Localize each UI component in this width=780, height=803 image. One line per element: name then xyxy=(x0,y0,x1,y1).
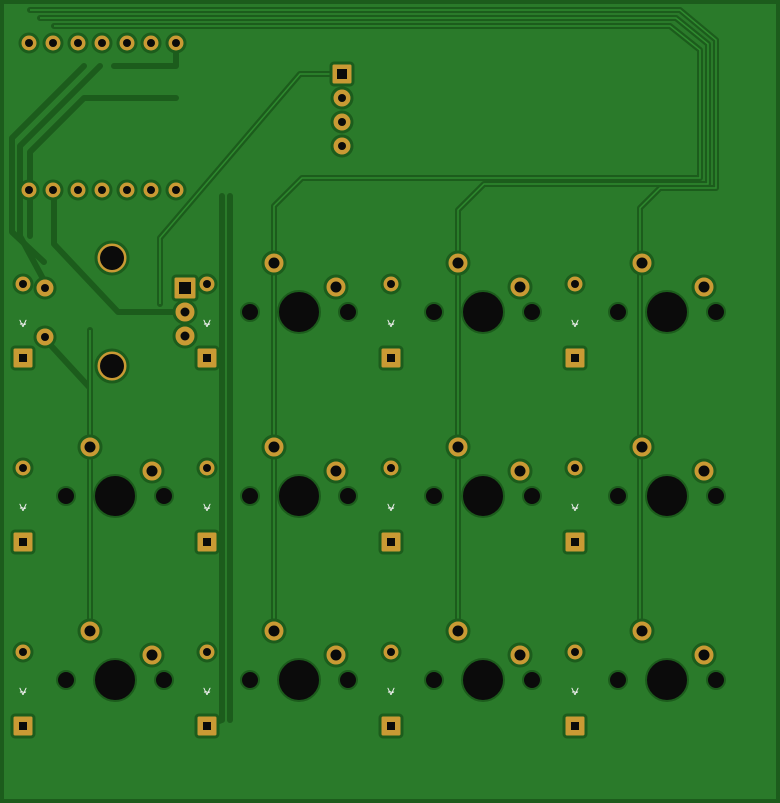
switch-center-hole xyxy=(461,474,505,518)
trace-left-mid xyxy=(51,187,179,315)
diode: ⍱ xyxy=(378,457,404,555)
switch-peg xyxy=(424,670,444,690)
switch-center-hole xyxy=(645,290,689,334)
diode: ⍱ xyxy=(562,273,588,371)
trace-top-1-hl xyxy=(30,9,717,262)
diode-silk-mark: ⍱ xyxy=(203,499,211,515)
switch-center-hole xyxy=(277,658,321,702)
mcu-top-row xyxy=(18,32,187,54)
key-switch xyxy=(608,434,726,518)
switch-peg xyxy=(154,486,174,506)
switch-peg xyxy=(56,670,76,690)
switch-peg xyxy=(522,486,542,506)
key-switch xyxy=(608,250,726,334)
switch-peg xyxy=(522,670,542,690)
switch-center-hole xyxy=(461,290,505,334)
switch-peg xyxy=(608,486,628,506)
diode-silk-mark: ⍱ xyxy=(571,315,579,331)
switch-peg xyxy=(424,486,444,506)
switch-peg xyxy=(338,486,358,506)
switch-peg xyxy=(706,486,726,506)
switch-peg xyxy=(240,302,260,322)
encoder-mount xyxy=(33,240,130,384)
key-switch xyxy=(424,434,542,518)
header-4pin xyxy=(329,61,355,158)
switch-center-hole xyxy=(277,290,321,334)
switch-peg xyxy=(338,302,358,322)
diode: ⍱ xyxy=(378,273,404,371)
diode-silk-mark: ⍱ xyxy=(19,499,27,515)
switch-center-hole xyxy=(93,474,137,518)
key-switch xyxy=(608,618,726,702)
switch-peg xyxy=(338,670,358,690)
switch-center-hole xyxy=(277,474,321,518)
diode: ⍱ xyxy=(562,457,588,555)
diode: ⍱ xyxy=(10,273,36,371)
switch-peg xyxy=(608,302,628,322)
switch-peg xyxy=(706,302,726,322)
key-switch xyxy=(56,434,174,518)
diode-silk-mark: ⍱ xyxy=(203,315,211,331)
trace-top-3-hl xyxy=(54,25,701,262)
switch-peg xyxy=(522,302,542,322)
diode: ⍱ xyxy=(10,641,36,739)
diode-silk-mark: ⍱ xyxy=(19,683,27,699)
switch-center-hole xyxy=(93,658,137,702)
switch-peg xyxy=(240,670,260,690)
key-switch xyxy=(424,250,542,334)
switch-peg xyxy=(240,486,260,506)
key-switch xyxy=(240,434,358,518)
diode-silk-mark: ⍱ xyxy=(571,499,579,515)
diode-silk-mark: ⍱ xyxy=(19,315,27,331)
diode: ⍱ xyxy=(562,641,588,739)
diode: ⍱ xyxy=(194,641,220,739)
switch-center-hole xyxy=(645,658,689,702)
diode-silk-mark: ⍱ xyxy=(387,499,395,515)
diode-grid: ⍱ ⍱ ⍱ ⍱ ⍱ ⍱ ⍱ ⍱ ⍱ ⍱ ⍱ ⍱ xyxy=(10,273,588,739)
switch-peg xyxy=(608,670,628,690)
trace-top-2-hl xyxy=(40,17,709,262)
switch-grid xyxy=(56,250,726,702)
key-switch xyxy=(424,618,542,702)
trace-header-diag-hl xyxy=(159,73,340,304)
diode-silk-mark: ⍱ xyxy=(571,683,579,699)
diode: ⍱ xyxy=(194,457,220,555)
diode-silk-mark: ⍱ xyxy=(387,315,395,331)
key-switch xyxy=(240,618,358,702)
key-switch xyxy=(56,618,174,702)
diode: ⍱ xyxy=(194,273,220,371)
switch-center-hole xyxy=(645,474,689,518)
key-switch xyxy=(240,250,358,334)
switch-peg xyxy=(706,670,726,690)
switch-peg xyxy=(424,302,444,322)
switch-center-hole xyxy=(461,658,505,702)
mcu-bottom-row xyxy=(18,179,187,201)
diode-silk-mark: ⍱ xyxy=(203,683,211,699)
diode-silk-mark: ⍱ xyxy=(387,683,395,699)
switch-peg xyxy=(56,486,76,506)
switch-peg xyxy=(154,670,174,690)
diode: ⍱ xyxy=(10,457,36,555)
diode: ⍱ xyxy=(378,641,404,739)
header-3pin xyxy=(171,274,199,349)
